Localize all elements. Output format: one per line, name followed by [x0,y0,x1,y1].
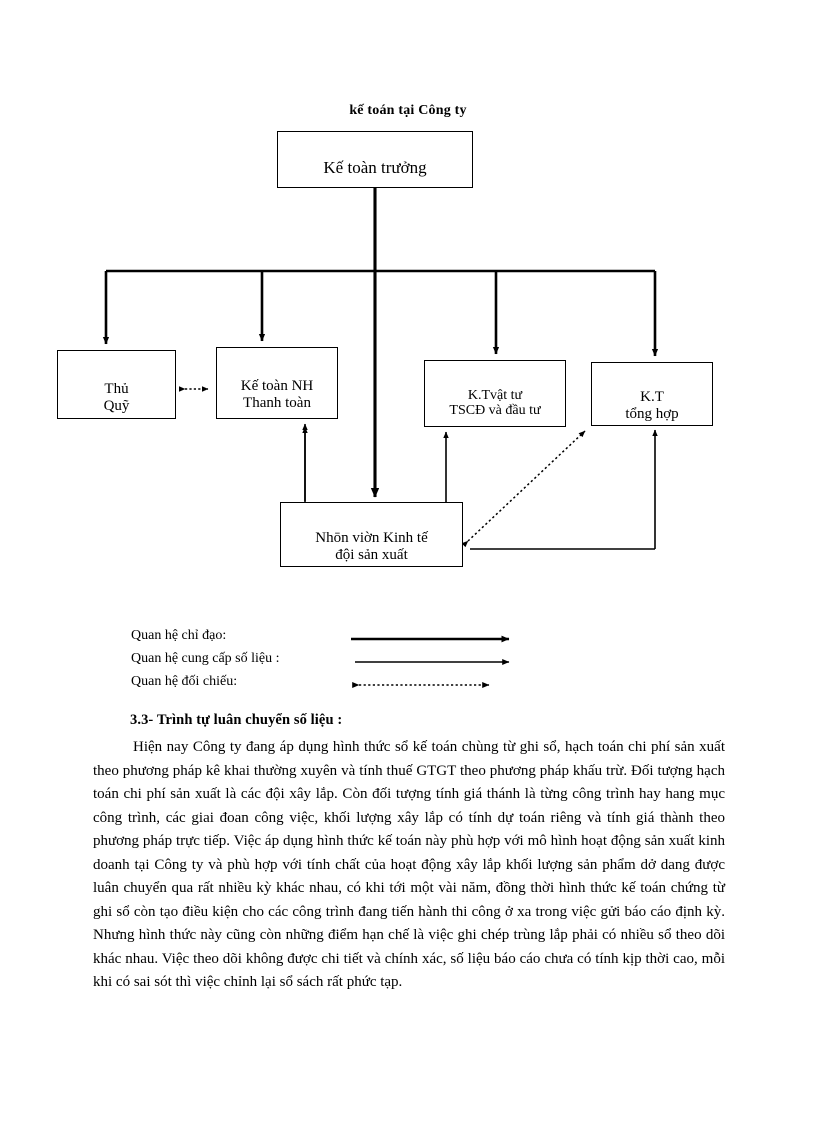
diagram-connectors [102,188,659,550]
diagram-legend: Quan hệ chỉ đạo: Quan hệ cung cấp số liệ… [131,628,531,697]
section-paragraph: Hiện nay Công ty đang áp dụng hình thức … [93,739,725,990]
node-production-team-economic-staff: Nhōn viờn Kinh tế đội sản xuất [280,502,463,567]
node-bank-payment-accounting: Kế toàn NH Thanh toàn [216,347,338,419]
legend-arrow-solid-thin [355,659,510,665]
legend-row: Quan hệ cung cấp số liệu : [131,651,531,674]
legend-arrow-solid-thick [351,635,510,643]
org-chart-diagram: kế toán tại Công ty [57,103,713,567]
connector-general-feedback-line [470,429,658,550]
section-heading: 3.3- Trình tự luân chuyển số liệu : [130,712,343,728]
legend-arrow-dotted-double [352,682,490,688]
legend-row: Quan hệ đối chiếu: [131,674,531,697]
legend-label: Quan hệ cung cấp số liệu : [131,651,280,666]
node-general-accounting: K.T tổng hợp [591,362,713,426]
diagram-connectors-secondary [302,426,308,501]
legend-row: Quan hệ chỉ đạo: [131,628,531,651]
legend-label: Quan hệ chỉ đạo: [131,628,227,643]
diagram-title: kế toán tại Công ty [349,103,467,118]
node-chief-accountant: Kế toàn trưởng [277,131,473,188]
node-treasury: Thủ Quỹ [57,350,176,419]
node-materials-fixed-assets-accounting: K.Tvật tư TSCĐ và đầu tư [424,360,566,427]
legend-label: Quan hệ đối chiếu: [131,674,238,689]
